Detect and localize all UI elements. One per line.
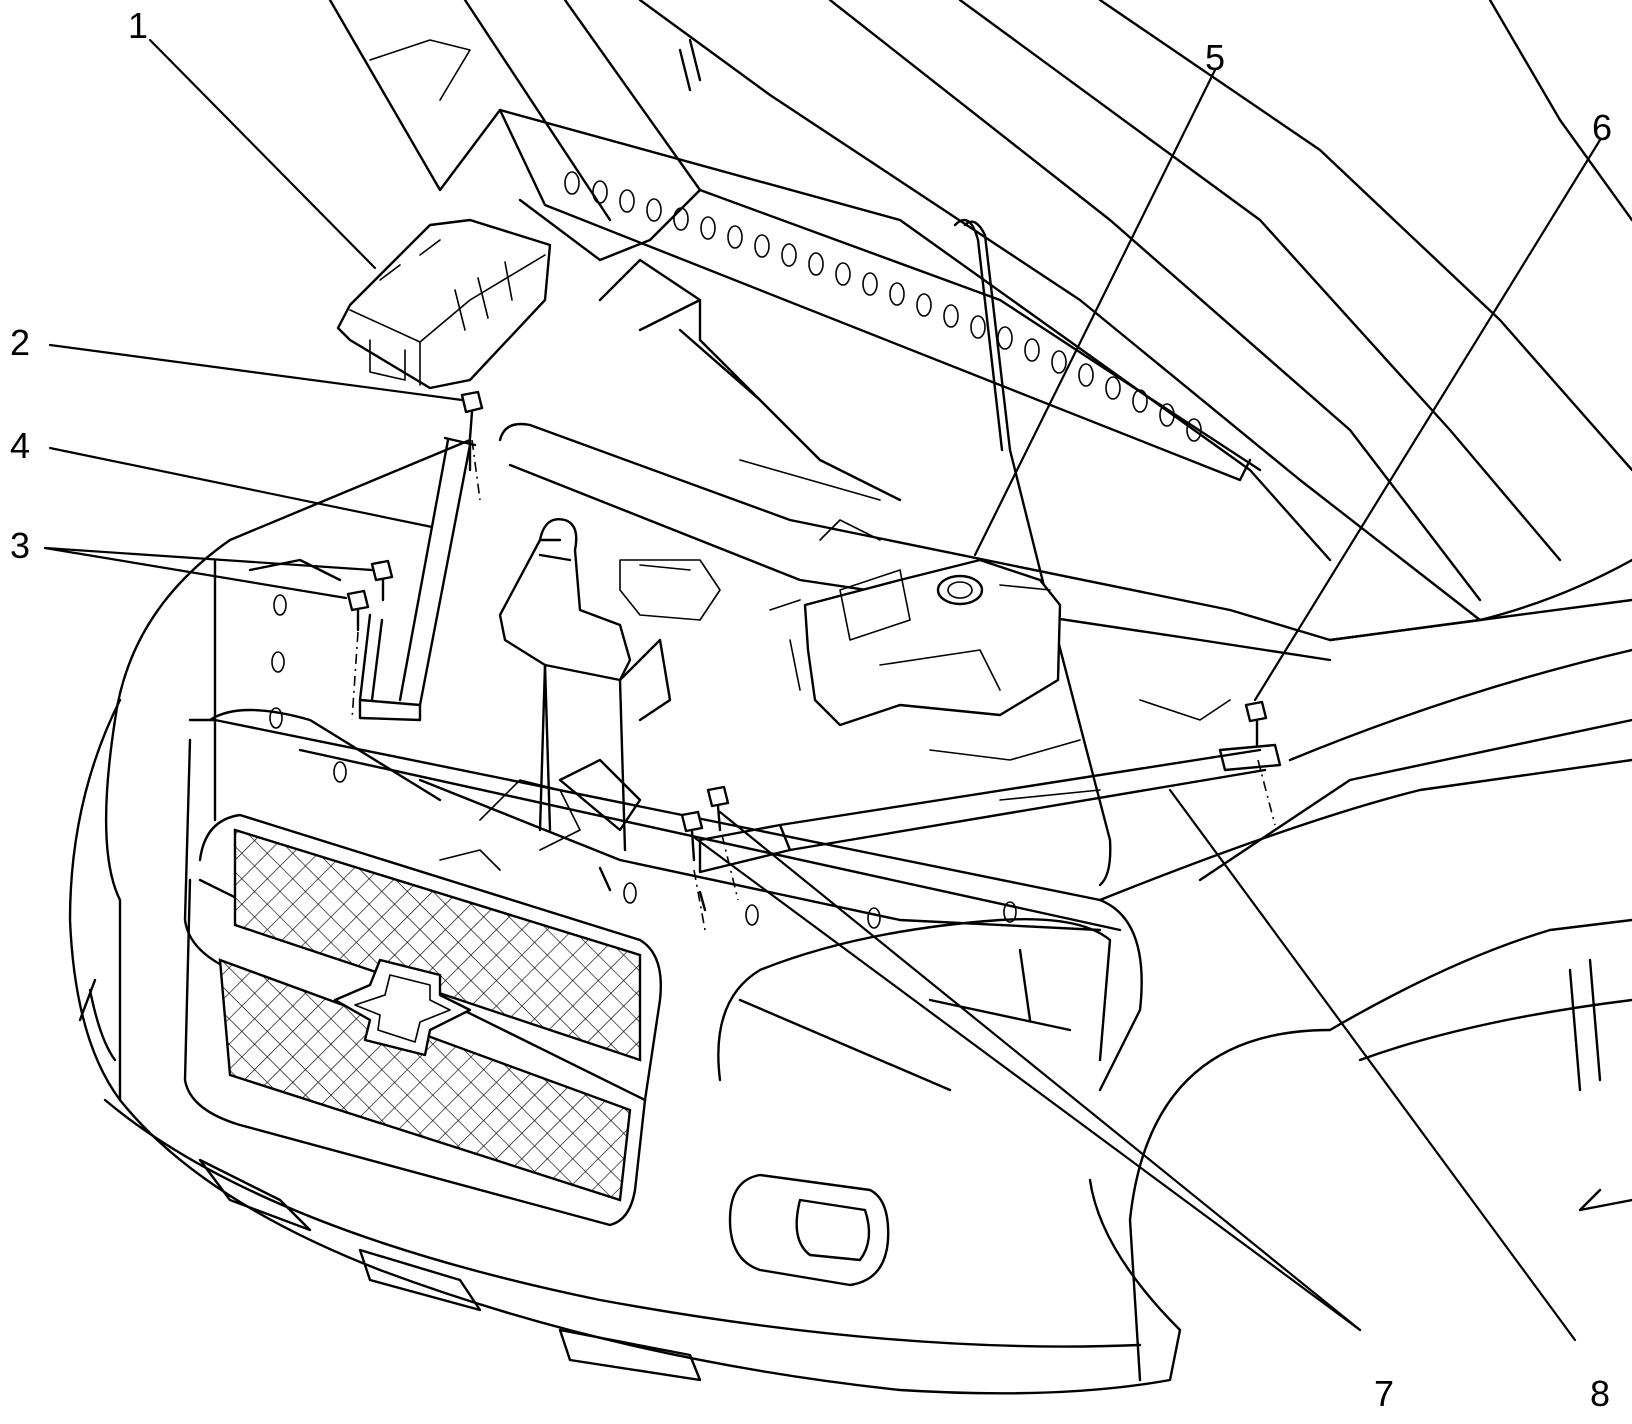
- callout-labels: 1 2 3 4 5 6 7 8: [10, 5, 1612, 1414]
- hood-prop-rod: [953, 218, 1112, 887]
- callout-4: 4: [10, 425, 30, 466]
- hood-vent-slots: [564, 171, 1202, 442]
- bowtie-emblem: [333, 958, 472, 1057]
- callout-8: 8: [1590, 1373, 1610, 1414]
- front-fascia: [68, 698, 1182, 1395]
- bolts-item-7: [680, 785, 739, 931]
- surge-tank-item-5: [803, 558, 1062, 727]
- radiator-support: [298, 748, 1122, 932]
- bolt-item-6: [1244, 700, 1276, 826]
- washer-reservoir: [439, 518, 672, 871]
- callout-5: 5: [1205, 37, 1225, 78]
- vehicle-body: [104, 258, 1632, 1382]
- callout-2: 2: [10, 322, 30, 363]
- lower-grille: [218, 958, 632, 1202]
- strut-brace-item-8: [698, 743, 1282, 874]
- bolt-item-2: [460, 390, 484, 501]
- callout-7: 7: [1374, 1373, 1394, 1414]
- leader-lines: [43, 38, 1602, 1342]
- fuse-block-item-1: [336, 218, 552, 390]
- callout-1: 1: [128, 5, 148, 46]
- master-cylinder: [619, 559, 721, 621]
- hood: [328, 0, 1632, 622]
- callout-6: 6: [1592, 107, 1612, 148]
- callout-3: 3: [10, 525, 30, 566]
- engine-bay-detail: [269, 459, 1231, 929]
- strut-rod-item-4: [358, 436, 477, 722]
- upper-grille: [233, 828, 642, 1062]
- bolts-item-3: [346, 559, 394, 721]
